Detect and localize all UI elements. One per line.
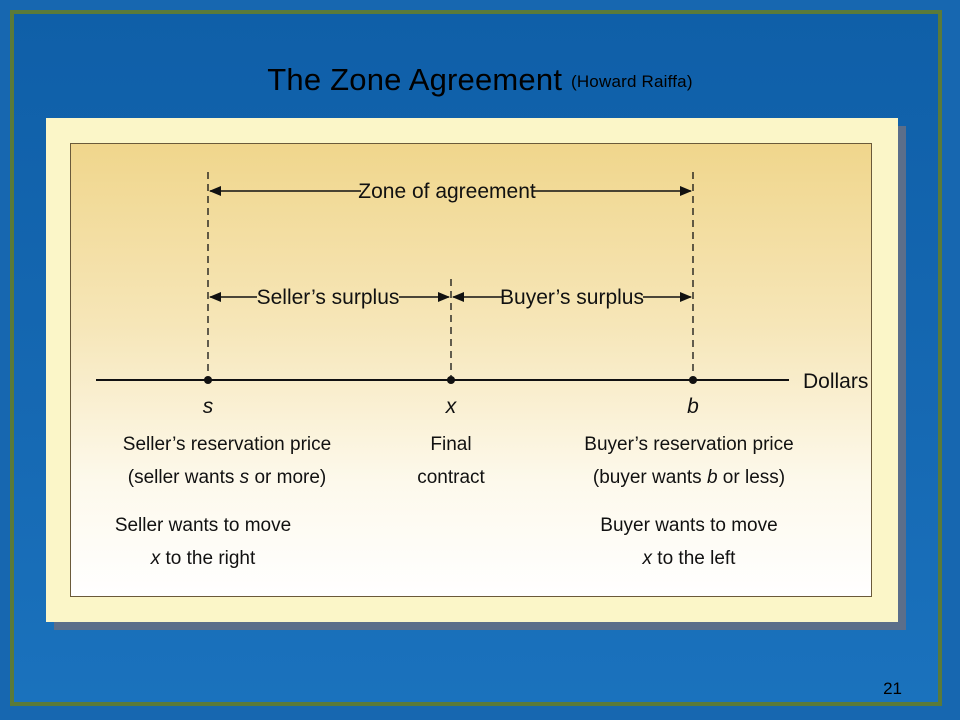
seller-move-line2: x to the right: [150, 548, 256, 569]
point-b-label: b: [687, 395, 699, 418]
final-line1: Final: [430, 434, 471, 455]
buyer-reservation-line2: (buyer wants b or less): [593, 467, 785, 488]
zone-label: Zone of agreement: [358, 180, 536, 203]
point-s: [204, 376, 212, 384]
slide-title: The Zone Agreement (Howard Raiffa): [0, 62, 960, 98]
buyer-surplus-label: Buyer’s surplus: [500, 286, 644, 309]
seller-move-line1: Seller wants to move: [115, 515, 291, 536]
title-text: The Zone Agreement: [267, 62, 563, 97]
point-s-label: s: [203, 395, 214, 418]
page-number: 21: [883, 679, 902, 698]
point-x: [447, 376, 455, 384]
title-subtitle: (Howard Raiffa): [570, 72, 693, 91]
zone-diagram: Zone of agreement Seller’s surplus Buyer…: [96, 172, 868, 569]
point-x-label: x: [445, 395, 458, 418]
point-b: [689, 376, 697, 384]
seller-surplus-label: Seller’s surplus: [257, 286, 400, 309]
buyer-reservation-line1: Buyer’s reservation price: [584, 434, 793, 455]
final-line2: contract: [417, 467, 485, 488]
axis-label: Dollars: [803, 370, 868, 393]
buyer-move-line1: Buyer wants to move: [600, 515, 777, 536]
seller-reservation-line1: Seller’s reservation price: [123, 434, 331, 455]
buyer-move-line2: x to the left: [642, 548, 737, 569]
diagram-figure: Zone of agreement Seller’s surplus Buyer…: [70, 143, 872, 597]
seller-reservation-line2: (seller wants s or more): [128, 467, 327, 488]
